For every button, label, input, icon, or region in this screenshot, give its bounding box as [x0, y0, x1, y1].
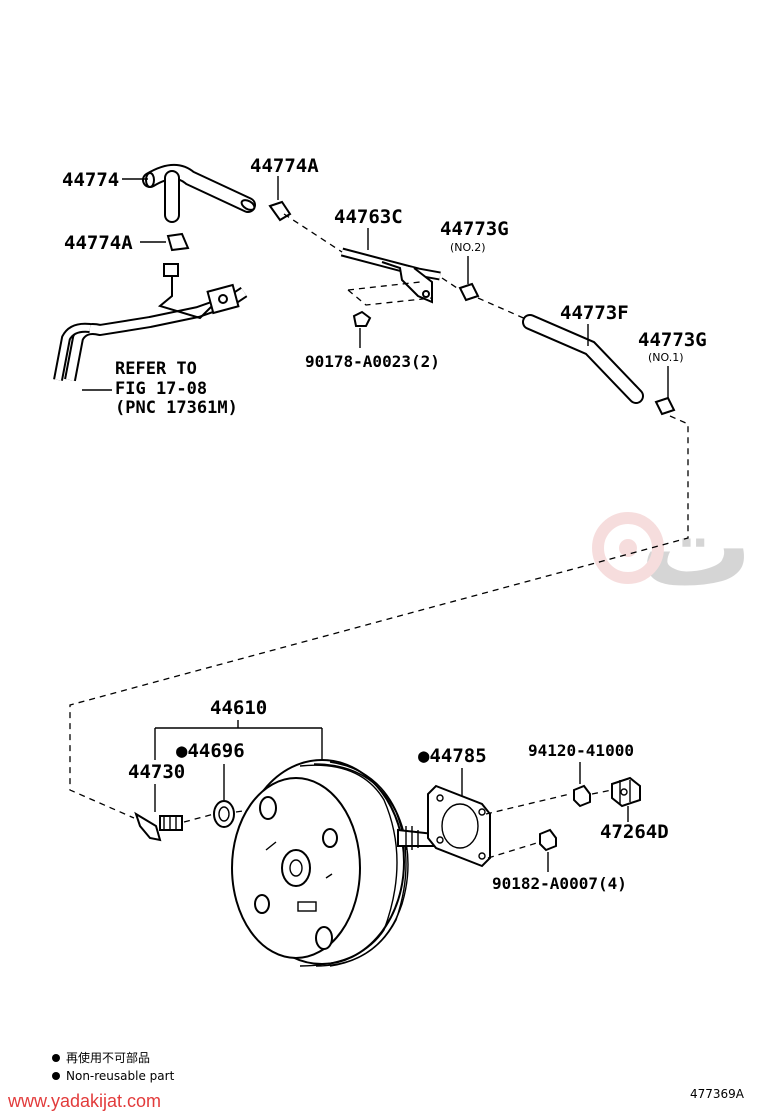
- clamp-44774A-top: [268, 200, 292, 222]
- legend: 再使用不可部品 Non-reusable part: [52, 1050, 175, 1083]
- dash-44773G-no2: [441, 277, 529, 321]
- check-valve-44730: [134, 811, 183, 842]
- dash-44774A-44763C: [283, 213, 343, 253]
- brake-booster-44610: [231, 759, 435, 967]
- watermark-text: یدکیجات: [640, 482, 760, 612]
- dash-gasket: [485, 793, 571, 859]
- label-44774: 44774: [62, 169, 119, 191]
- label-44773F: 44773F: [560, 302, 629, 324]
- label-44773G-no1: 44773G: [638, 329, 707, 351]
- label-47264D: 47264D: [600, 821, 669, 843]
- label-90182: 90182-A0007(4): [492, 874, 627, 893]
- label-94120: 94120-41000: [528, 741, 634, 760]
- label-44774A-top: 44774A: [250, 155, 319, 177]
- gasket-44785: [427, 784, 491, 868]
- nut-94120: [573, 784, 591, 808]
- dash-main-connection: [69, 415, 689, 819]
- pipe-bracket-44763C: [340, 247, 441, 304]
- clamp-44773G-no2: [458, 282, 480, 302]
- clevis-47264D: [611, 776, 641, 808]
- label-90178: 90178-A0023(2): [305, 352, 440, 371]
- label-44773G-no2-sub: (NO.2): [450, 241, 486, 254]
- vacuum-hose-44773F: [522, 314, 644, 404]
- legend-jp: 再使用不可部品: [66, 1050, 150, 1065]
- dash-bracket: [347, 281, 433, 306]
- label-44763C: 44763C: [334, 206, 403, 228]
- nut-90182: [539, 828, 557, 852]
- vacuum-hose-44774: [142, 164, 256, 223]
- watermark-url: www.yadakijat.com: [7, 1091, 161, 1111]
- legend-en: Non-reusable part: [66, 1069, 175, 1083]
- label-44610: 44610: [210, 697, 267, 719]
- label-44785: ●44785: [418, 745, 487, 767]
- label-44696: ●44696: [176, 740, 245, 762]
- label-44773G-no2: 44773G: [440, 218, 509, 240]
- watermark-logo: یدکیجات: [592, 482, 760, 612]
- nut-90178: [352, 310, 372, 327]
- clamp-44774A-left: [166, 232, 190, 252]
- dash-94120-47264D: [591, 789, 613, 795]
- leader-44610-bracket: [154, 720, 323, 760]
- figure-id: 477369A: [690, 1087, 745, 1101]
- label-44773G-no1-sub: (NO.1): [648, 351, 684, 364]
- clamp-44773G-no1: [654, 396, 676, 416]
- ref-line-1: REFER TO: [115, 359, 197, 379]
- dash-valve-grommet: [183, 813, 215, 823]
- ref-line-3: (PNC 17361M): [115, 398, 238, 418]
- label-44774A-left: 44774A: [64, 232, 133, 254]
- vacuum-pipe-assembly: [53, 263, 248, 382]
- label-44730: 44730: [128, 761, 185, 783]
- ref-line-2: FIG 17-08: [115, 379, 207, 399]
- grommet-44696: [213, 800, 235, 828]
